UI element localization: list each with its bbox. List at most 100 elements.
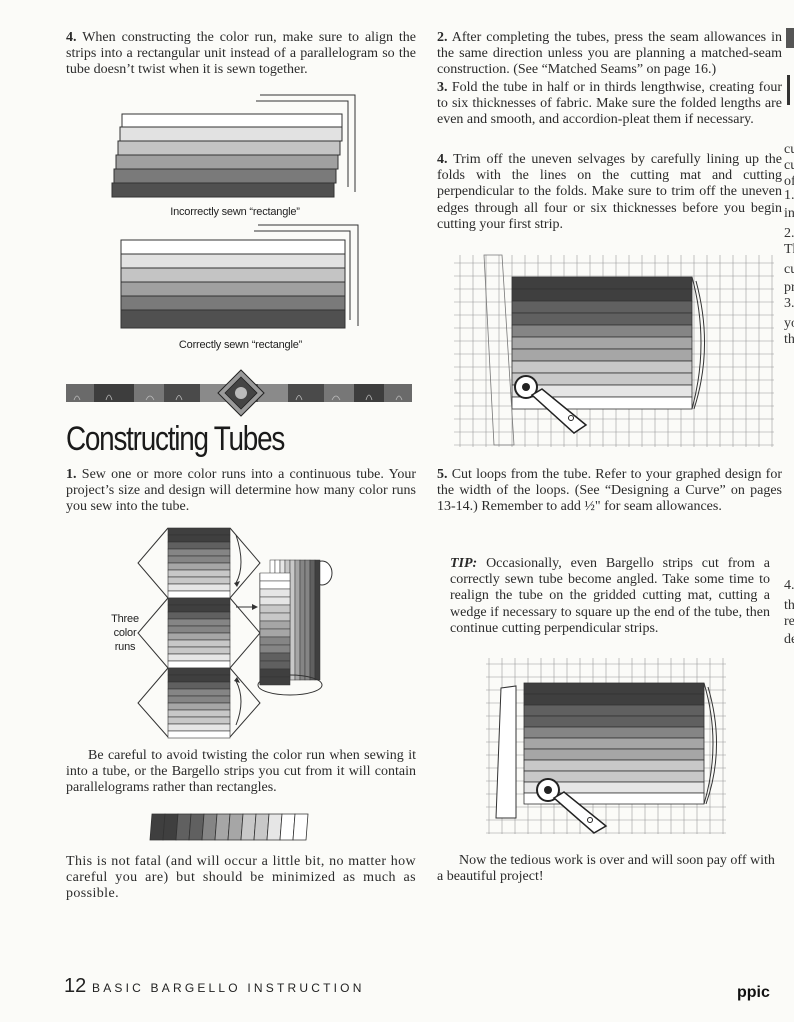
right-step-3: 3. Fold the tube in half or in thirds le…	[437, 80, 782, 129]
folded-strip	[523, 682, 705, 695]
step-number: 1.	[66, 467, 77, 482]
twisted-strip-segment	[175, 813, 192, 841]
strip	[167, 541, 231, 550]
strip	[120, 309, 346, 329]
strip	[167, 618, 231, 627]
caption-incorrect: Incorrectly sewn “rectangle”	[170, 206, 300, 218]
tube-strip	[299, 559, 306, 681]
step-text: Fold the tube in half or in thirds lengt…	[437, 80, 782, 128]
tube-strip	[259, 660, 291, 670]
strip	[167, 632, 231, 641]
strip	[167, 660, 231, 669]
strip	[167, 716, 231, 725]
tube-strip	[314, 559, 321, 681]
section-footer-title: BASIC BARGELLO INSTRUCTION	[92, 981, 365, 995]
strip	[167, 681, 231, 690]
right-step-5: 5. Cut loops from the tube. Refer to you…	[437, 467, 782, 516]
strip	[167, 674, 231, 683]
step-number: 4.	[66, 30, 77, 45]
decorative-fabric-banner	[66, 369, 412, 417]
folded-strip	[511, 324, 693, 338]
strip	[167, 534, 231, 543]
edge-fragment: yo	[784, 316, 794, 331]
caption-correct: Correctly sewn “rectangle”	[178, 339, 303, 351]
edge-fragment: th	[784, 598, 794, 613]
folded-strip	[523, 693, 705, 706]
folded-strip	[523, 704, 705, 717]
strip	[167, 702, 231, 711]
right-step-4: 4. Trim off the uneven selvages by caref…	[437, 152, 782, 233]
strip	[167, 562, 231, 571]
strip	[115, 154, 339, 170]
edge-fragment: cu	[784, 158, 794, 173]
folded-strip	[523, 748, 705, 761]
strip	[167, 653, 231, 662]
strip	[167, 583, 231, 592]
edge-fragment: cu	[784, 262, 794, 277]
cutting-mat-figure-trim	[454, 254, 774, 447]
twisted-strip-segment	[266, 813, 283, 841]
section-heading: Constructing Tubes	[66, 420, 285, 458]
strip	[120, 295, 346, 311]
folded-strip	[523, 715, 705, 728]
twisted-strip-segment	[253, 813, 270, 841]
step-text: When constructing the color run, make su…	[66, 30, 417, 78]
cutting-mat-figure-realign	[486, 658, 726, 834]
label-runs: runs	[114, 641, 136, 653]
twisted-strip-segment	[279, 813, 296, 841]
step-number: 2.	[437, 30, 448, 45]
edge-fragment: pr	[784, 280, 794, 295]
strip	[167, 597, 231, 606]
left-step-4: 4. When constructing the color run, make…	[66, 30, 416, 79]
three-color-runs-label: Three color runs	[104, 612, 146, 654]
strip	[167, 695, 231, 704]
folded-strip	[523, 726, 705, 739]
edge-fragment: cu	[784, 142, 794, 157]
folded-strip	[511, 336, 693, 350]
left-step-1: 1. Sew one or more color runs into a con…	[66, 467, 416, 516]
edge-fragment: de	[784, 632, 794, 647]
strip	[167, 723, 231, 732]
twisted-strip-segment	[227, 813, 244, 841]
step-number: 3.	[437, 80, 448, 95]
strip	[113, 168, 337, 184]
tube-strip	[309, 559, 316, 681]
strip	[121, 113, 343, 128]
tube-strip	[259, 604, 291, 614]
folded-strip	[511, 348, 693, 362]
folded-strip	[523, 737, 705, 750]
edge-fragment: 4.	[784, 578, 794, 593]
strip	[167, 527, 231, 536]
tip-label: TIP:	[450, 556, 478, 571]
edge-fragment: in	[784, 206, 794, 221]
twisted-strip-segment	[201, 813, 218, 841]
strip	[167, 590, 231, 599]
edge-fragment: re	[784, 614, 794, 629]
strip	[119, 126, 343, 142]
next-page-edge-letter	[787, 75, 794, 105]
edge-fragment: th	[784, 332, 794, 347]
tube-strip	[259, 580, 291, 590]
strip	[167, 569, 231, 578]
brand-logo-text: ppic	[737, 984, 770, 1001]
twisted-strip-segment	[162, 813, 179, 841]
strip	[167, 611, 231, 620]
edge-fragment: of	[784, 174, 794, 189]
strip	[167, 688, 231, 697]
strip	[120, 281, 346, 297]
edge-fragment: 3.	[784, 296, 794, 311]
strip	[167, 576, 231, 585]
strip	[167, 730, 231, 739]
closing-paragraph: Now the tedious work is over and will so…	[437, 853, 775, 885]
right-step-2: 2. After completing the tubes, press the…	[437, 30, 782, 79]
tube-strip	[259, 644, 291, 654]
strip	[120, 253, 346, 269]
tube-strip	[259, 572, 291, 582]
label-color: color	[113, 627, 137, 639]
strip	[167, 604, 231, 613]
careful-paragraph: Be careful to avoid twisting the color r…	[66, 748, 416, 796]
strip	[120, 239, 346, 255]
step-text: Sew one or more color runs into a contin…	[66, 467, 416, 515]
twisted-strip-segment	[188, 813, 205, 841]
tip-text: Occasionally, even Bargello strips cut f…	[450, 556, 770, 636]
